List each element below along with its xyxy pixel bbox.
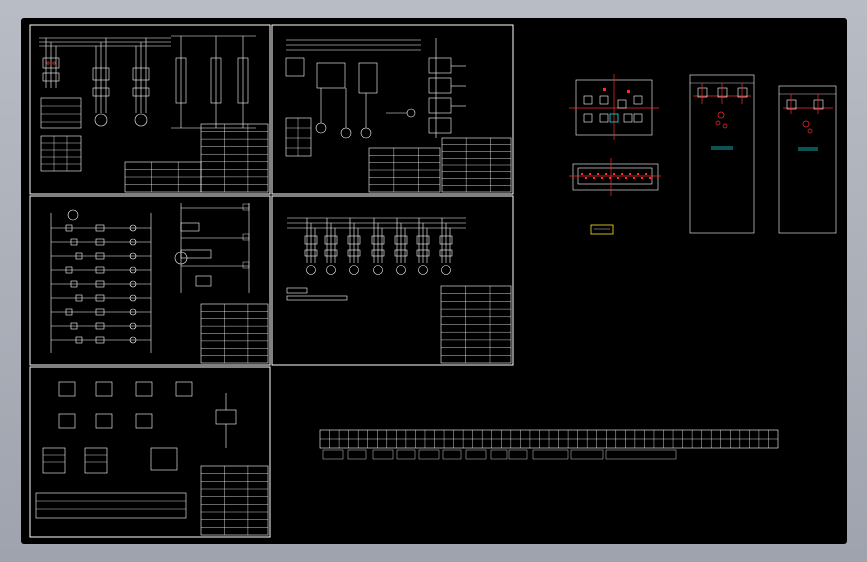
strip-terminal-mark: [609, 177, 611, 179]
strip-terminal-mark: [581, 173, 583, 175]
title-block: [124, 161, 202, 193]
title-block: [200, 123, 269, 193]
motor-feeder: [324, 218, 338, 275]
strip-terminal-mark: [585, 177, 587, 179]
strip-terminal-mark: [589, 173, 591, 175]
schematic-sheet-borders: [29, 24, 514, 538]
strip-terminal-mark: [597, 173, 599, 175]
strip-terminal-mark: [641, 177, 643, 179]
main-power-circuit-drawing: [39, 35, 256, 172]
strip-terminal-mark: [601, 177, 603, 179]
ladder-rung: [51, 266, 151, 274]
terminal-row-layout[interactable]: [319, 429, 779, 449]
terminal-strip-layout[interactable]: [569, 158, 661, 235]
nameplate-label: [590, 224, 614, 235]
terminal-subgroups: [322, 449, 677, 460]
sheet-multi-motor-circuit: [271, 195, 514, 366]
strip-terminal-mark: [633, 177, 635, 179]
terminal-subgroup: [532, 449, 569, 460]
ladder-rung: [51, 294, 151, 302]
strip-terminal-mark: [621, 173, 623, 175]
strip-terminal-mark: [625, 177, 627, 179]
motor-feeder: [439, 218, 453, 275]
control-ladder-drawing: [50, 203, 250, 353]
sheet-motor-power-circuit: [271, 24, 514, 195]
component-details-drawing: [35, 381, 237, 519]
ladder-rung: [51, 252, 151, 260]
motor-feeder: [394, 218, 408, 275]
ladder-rung: [51, 224, 151, 232]
title-block: [440, 285, 512, 364]
terminal-subgroup: [570, 449, 604, 460]
multi-motor-feeders-drawing: [286, 217, 466, 301]
ladder-rung: [51, 280, 151, 288]
strip-terminal-mark: [649, 177, 651, 179]
ladder-rung: [51, 336, 151, 344]
terminal-subgroup: [490, 449, 508, 460]
motor-feeder: [416, 218, 430, 275]
ladder-rung: [51, 238, 151, 246]
cad-drawing-viewport[interactable]: [21, 18, 847, 544]
sheet-main-power-circuit: [29, 24, 271, 195]
terminal-subgroup: [396, 449, 416, 460]
terminal-subgroup: [465, 449, 487, 460]
sheet-component-details: [29, 366, 271, 538]
title-block: [200, 465, 269, 536]
motor-feeder: [304, 218, 318, 275]
strip-terminal-mark: [637, 173, 639, 175]
strip-terminal-mark: [629, 173, 631, 175]
strip-terminal-mark: [593, 177, 595, 179]
terminal-subgroup: [347, 449, 367, 460]
terminal-subgroup: [372, 449, 394, 460]
motor-power-circuit-drawing: [285, 38, 466, 157]
title-block: [368, 147, 441, 193]
ladder-rung: [51, 308, 151, 316]
cabinet-a-layout[interactable]: [689, 74, 755, 234]
terminal-subgroup: [605, 449, 677, 460]
strip-terminal-mark: [605, 173, 607, 175]
terminal-subgroup: [508, 449, 528, 460]
drawing-canvas: [29, 24, 837, 538]
title-block: [200, 303, 269, 364]
sheet-control-ladder-circuit: [29, 195, 271, 366]
title-blocks: [124, 123, 512, 536]
cabinet-b-layout[interactable]: [778, 85, 837, 234]
terminal-subgroup: [322, 449, 344, 460]
panel-front-view[interactable]: [569, 74, 659, 140]
terminal-subgroup: [442, 449, 462, 460]
motor-feeder: [347, 218, 361, 275]
title-block: [441, 137, 512, 193]
strip-terminal-mark: [645, 173, 647, 175]
motor-feeder: [371, 218, 385, 275]
terminal-subgroup: [418, 449, 440, 460]
ladder-rung: [51, 322, 151, 330]
strip-terminal-mark: [617, 177, 619, 179]
strip-terminal-mark: [613, 173, 615, 175]
